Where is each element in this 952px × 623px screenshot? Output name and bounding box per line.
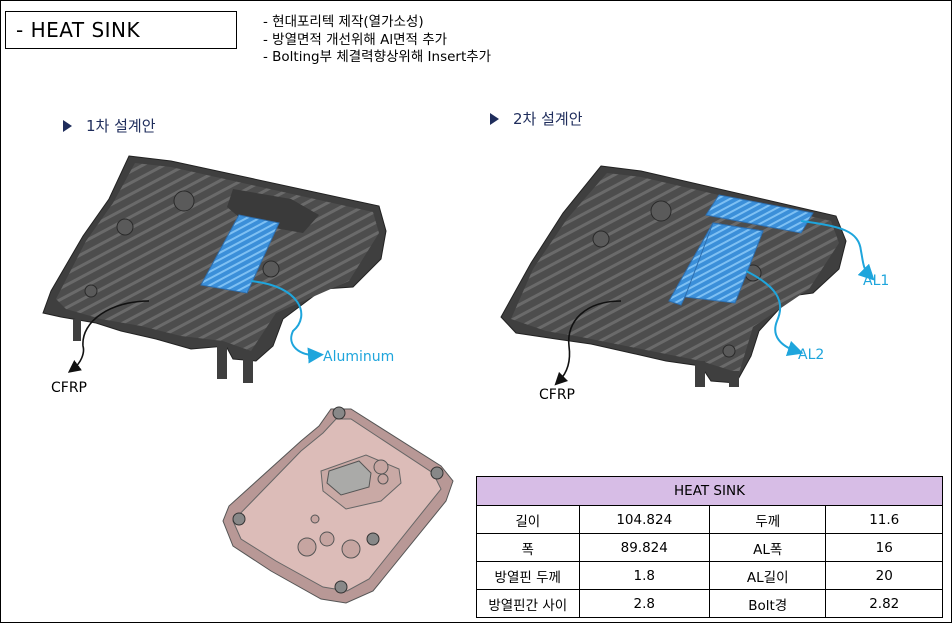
notes-list: - 현대포리텍 제작(열가소성) - 방열면적 개선위해 Al면적 추가 - B… xyxy=(263,14,491,67)
heatsink-design1-drawing xyxy=(42,155,387,383)
table-cell: 길이 xyxy=(476,505,580,534)
table-cell: Bolt경 xyxy=(708,589,827,618)
design2-label: 2차 설계안 xyxy=(490,108,583,129)
table-cell: 16 xyxy=(825,533,943,562)
table-cell: AL폭 xyxy=(708,533,827,562)
table-cell: 2.8 xyxy=(578,589,710,618)
table-cell: 방열핀간 사이 xyxy=(476,589,580,618)
title-box: - HEAT SINK xyxy=(5,11,237,49)
table-cell: 11.6 xyxy=(825,505,943,534)
triangle-bullet-icon xyxy=(63,119,72,132)
table-row: 방열핀간 사이 2.8 Bolt경 2.82 xyxy=(476,589,943,618)
note-item: - 방열면적 개선위해 Al면적 추가 xyxy=(263,31,448,48)
table-header: HEAT SINK xyxy=(476,476,943,506)
heatsink-design2-drawing xyxy=(500,165,875,387)
design1-label: 1차 설계안 xyxy=(63,115,156,136)
callout-aluminum: Aluminum xyxy=(323,349,395,365)
page-title: - HEAT SINK xyxy=(16,18,141,42)
table-cell: AL길이 xyxy=(708,561,827,590)
insert-part-drawing xyxy=(222,406,454,604)
table-cell: 89.824 xyxy=(578,533,710,562)
callout-al2: AL2 xyxy=(798,347,825,363)
callout-al1: AL1 xyxy=(863,273,890,289)
table-header-row: HEAT SINK xyxy=(476,476,943,506)
design2-label-text: 2차 설계안 xyxy=(513,110,583,128)
table-cell: 104.824 xyxy=(578,505,710,534)
note-item: - 현대포리텍 제작(열가소성) xyxy=(263,14,424,30)
table-row: 방열핀 두께 1.8 AL길이 20 xyxy=(476,561,943,590)
table-row: 폭 89.824 AL폭 16 xyxy=(476,533,943,562)
design1-label-text: 1차 설계안 xyxy=(86,117,156,135)
callout-cfrp-2: CFRP xyxy=(539,387,575,403)
table-cell: 2.82 xyxy=(825,589,943,618)
triangle-bullet-icon xyxy=(490,112,499,125)
table-cell: 20 xyxy=(825,561,943,590)
table-cell: 폭 xyxy=(476,533,580,562)
spec-table: HEAT SINK 길이 104.824 두께 11.6 폭 89.824 AL… xyxy=(476,476,943,618)
callout-cfrp-1: CFRP xyxy=(51,380,87,396)
table-cell: 방열핀 두께 xyxy=(476,561,580,590)
table-cell: 1.8 xyxy=(578,561,710,590)
note-item: - Bolting부 체결력향상위해 Insert추가 xyxy=(263,49,492,65)
table-cell: 두께 xyxy=(708,505,827,534)
table-row: 길이 104.824 두께 11.6 xyxy=(476,505,943,534)
